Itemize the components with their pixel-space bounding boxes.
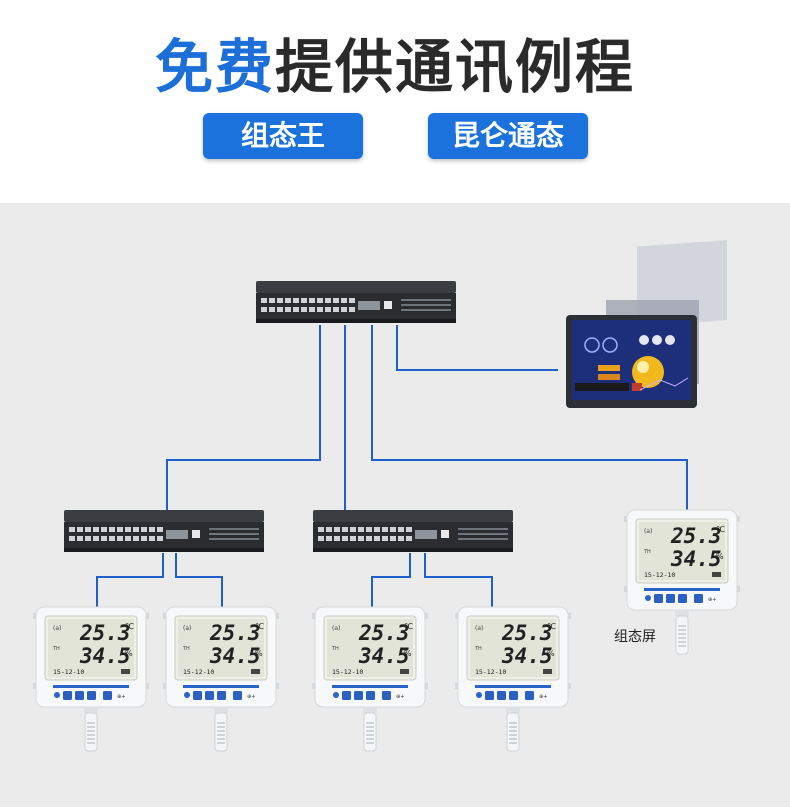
access-switch-right [313,510,513,552]
core-switch [256,281,456,323]
network-cables [96,325,688,610]
title-rest: 提供通讯例程 [275,33,636,101]
hmi-label: 组态屏 [614,629,656,645]
page-title: 免费提供通讯例程 [0,20,790,104]
title-highlight: 免费 [154,33,275,101]
sensor-4 [454,606,572,752]
access-switch-left [64,510,264,552]
sensor-3 [311,606,429,752]
header-section: 免费提供通讯例程 组态王 昆仑通态 [0,0,790,203]
hmi-screen [566,240,727,408]
badge-mcgs: 昆仑通态 [428,113,588,159]
sensor-2 [162,606,280,752]
badge-kingview: 组态王 [203,113,363,159]
sensor-1 [32,606,150,752]
diagram-canvas: (a) TH 25.3 ℃ 34.5 % 15-12-10 ⊕+ [32,240,741,752]
network-diagram: (a) TH 25.3 ℃ 34.5 % 15-12-10 ⊕+ [0,203,790,807]
